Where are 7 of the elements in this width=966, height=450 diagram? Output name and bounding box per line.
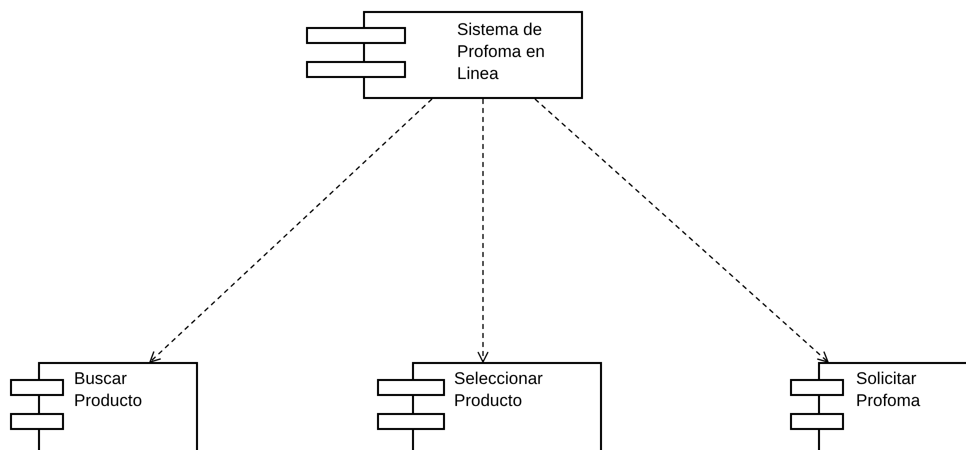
component-name: Buscar Producto — [74, 368, 144, 412]
component-name: Solicitar Profoma — [856, 368, 922, 412]
dependency-arrow — [149, 98, 432, 363]
dependency-arrow — [477, 99, 489, 363]
dependency-arrow — [534, 98, 829, 363]
component-name: Seleccionar Producto — [454, 368, 544, 412]
component-name: Sistema de Profoma en Linea — [457, 19, 546, 85]
